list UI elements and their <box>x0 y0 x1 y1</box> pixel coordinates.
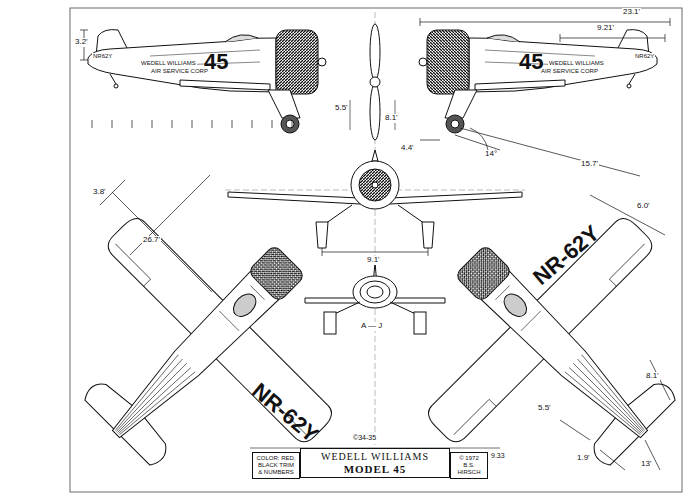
dimension-label: 13' <box>640 460 652 469</box>
dimension-label: 3.2' <box>74 38 89 47</box>
registration-mark: NR62Y <box>92 53 113 60</box>
box-text: WEDELL WILLIAMS <box>304 451 446 463</box>
dimension-label: 5.5' <box>537 404 552 413</box>
dimension-label: 1.9' <box>576 454 591 463</box>
date-note: 9.33 <box>490 452 506 460</box>
copyright-box: © 1972 B.S. HIRSCH <box>450 452 488 479</box>
fuselage-lettering: AIR SERVICE CORP <box>540 68 599 75</box>
race-number: 45 <box>203 50 229 74</box>
fuselage-lettering: AIR SERVICE CORP <box>150 68 209 75</box>
dimension-label: 15.7' <box>580 160 599 169</box>
box-text: © 1972 B.S. HIRSCH <box>454 455 484 476</box>
section-label: A — J <box>360 322 383 331</box>
box-subtext: MODEL 45 <box>304 463 446 476</box>
dimension-label: 4.4' <box>400 144 415 153</box>
dimension-label: 8.1' <box>384 114 399 123</box>
title-block: WEDELL WILLIAMSMODEL 45 <box>300 448 450 478</box>
dimension-label: 9.21' <box>596 24 615 33</box>
registration-mark: NR62Y <box>634 53 655 60</box>
box-text: COLOR: RED, BLACK TRIM & NUMBERS <box>256 455 296 476</box>
color-note-box: COLOR: RED, BLACK TRIM & NUMBERS <box>252 452 300 479</box>
date-note: ©34-35 <box>352 434 377 442</box>
fuselage-lettering: WEDELL WILLIAMS <box>548 60 605 67</box>
dimension-label: 5.5' <box>334 104 349 113</box>
dimension-label: 8.1' <box>645 372 660 381</box>
fuselage-lettering: WEDELL WILLIAMS <box>140 60 197 67</box>
dimension-label: 14° <box>484 150 498 159</box>
dimension-label: 3.8' <box>92 188 107 197</box>
dimension-label: 26.7' <box>142 236 161 245</box>
race-number: 45 <box>518 50 544 74</box>
dimension-label: 9.1' <box>366 256 381 265</box>
dimension-label: 23.1' <box>622 8 641 17</box>
dimension-label: 6.0' <box>636 202 651 211</box>
